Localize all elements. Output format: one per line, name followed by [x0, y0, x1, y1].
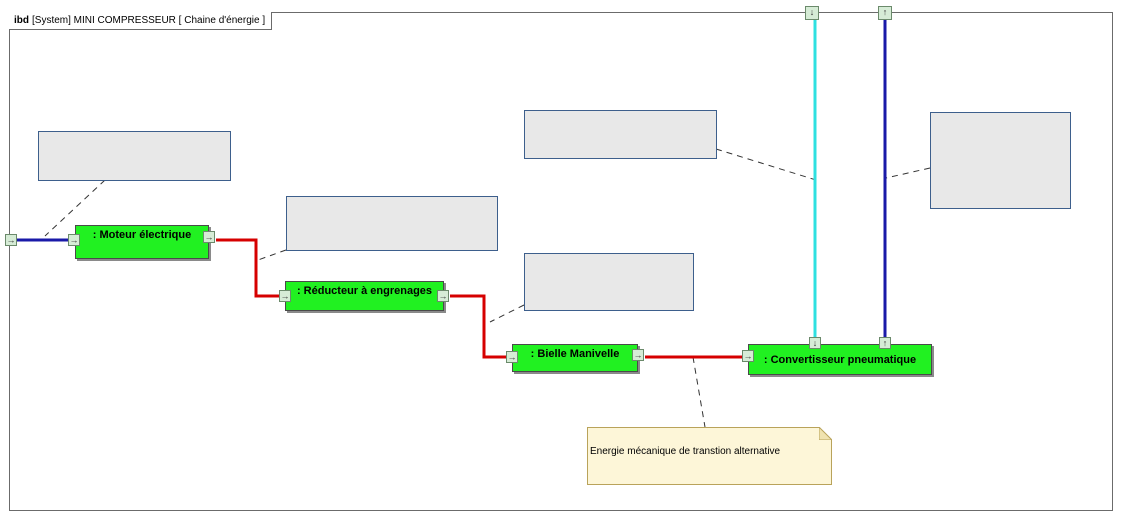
port-bielle-out[interactable]: →	[632, 349, 644, 361]
port-bielle-in[interactable]: →	[506, 351, 518, 363]
port-convertisseur-top-left[interactable]: ↓	[809, 337, 821, 349]
anchor-line	[257, 249, 287, 261]
port-reducteur-out[interactable]: →	[437, 290, 449, 302]
diagram-frame	[9, 12, 1113, 511]
flow-moteur-reducteur	[216, 238, 285, 298]
block-label: : Moteur électrique	[92, 229, 192, 241]
block-bielle-manivelle[interactable]: : Bielle Manivelle	[512, 344, 638, 372]
frame-kind: ibd	[14, 15, 29, 26]
block-reducteur-engrenages[interactable]: : Réducteur à engrenages	[285, 281, 444, 311]
anchor-line	[692, 356, 706, 428]
note-text: Energie mécanique de transtion alternati…	[590, 446, 781, 457]
anchor-line	[44, 179, 106, 237]
port-moteur-in[interactable]: →	[68, 234, 80, 246]
block-convertisseur-pneumatique[interactable]: : Convertisseur pneumatique	[748, 344, 932, 375]
port-moteur-out[interactable]: →	[203, 231, 215, 243]
block-label: : Réducteur à engrenages	[296, 285, 433, 297]
block-label: : Convertisseur pneumatique	[763, 354, 917, 366]
note-fold-corner	[819, 427, 832, 440]
port-convertisseur-in[interactable]: →	[742, 350, 754, 362]
annotation-box	[524, 110, 717, 159]
annotation-box	[930, 112, 1071, 209]
frame-header: ibd[System] MINI COMPRESSEUR [ Chaine d'…	[9, 12, 273, 30]
block-label: : Bielle Manivelle	[530, 348, 620, 360]
port-frame-top-cyan[interactable]: ↓	[805, 6, 819, 20]
annotation-box	[38, 131, 231, 181]
port-frame-top-blue[interactable]: ↑	[878, 6, 892, 20]
anchor-line	[489, 304, 525, 323]
frame-title: [System] MINI COMPRESSEUR [ Chaine d'éne…	[32, 15, 266, 26]
anchor-line	[885, 167, 931, 179]
port-system-input[interactable]: →	[5, 234, 17, 246]
annotation-box	[286, 196, 498, 251]
block-moteur-electrique[interactable]: : Moteur électrique	[75, 225, 209, 259]
port-reducteur-in[interactable]: →	[279, 290, 291, 302]
port-convertisseur-top-right[interactable]: ↑	[879, 337, 891, 349]
anchor-line	[715, 148, 817, 181]
comment-note: Energie mécanique de transtion alternati…	[587, 427, 832, 485]
flow-reducteur-bielle	[450, 294, 512, 359]
annotation-box	[524, 253, 694, 311]
